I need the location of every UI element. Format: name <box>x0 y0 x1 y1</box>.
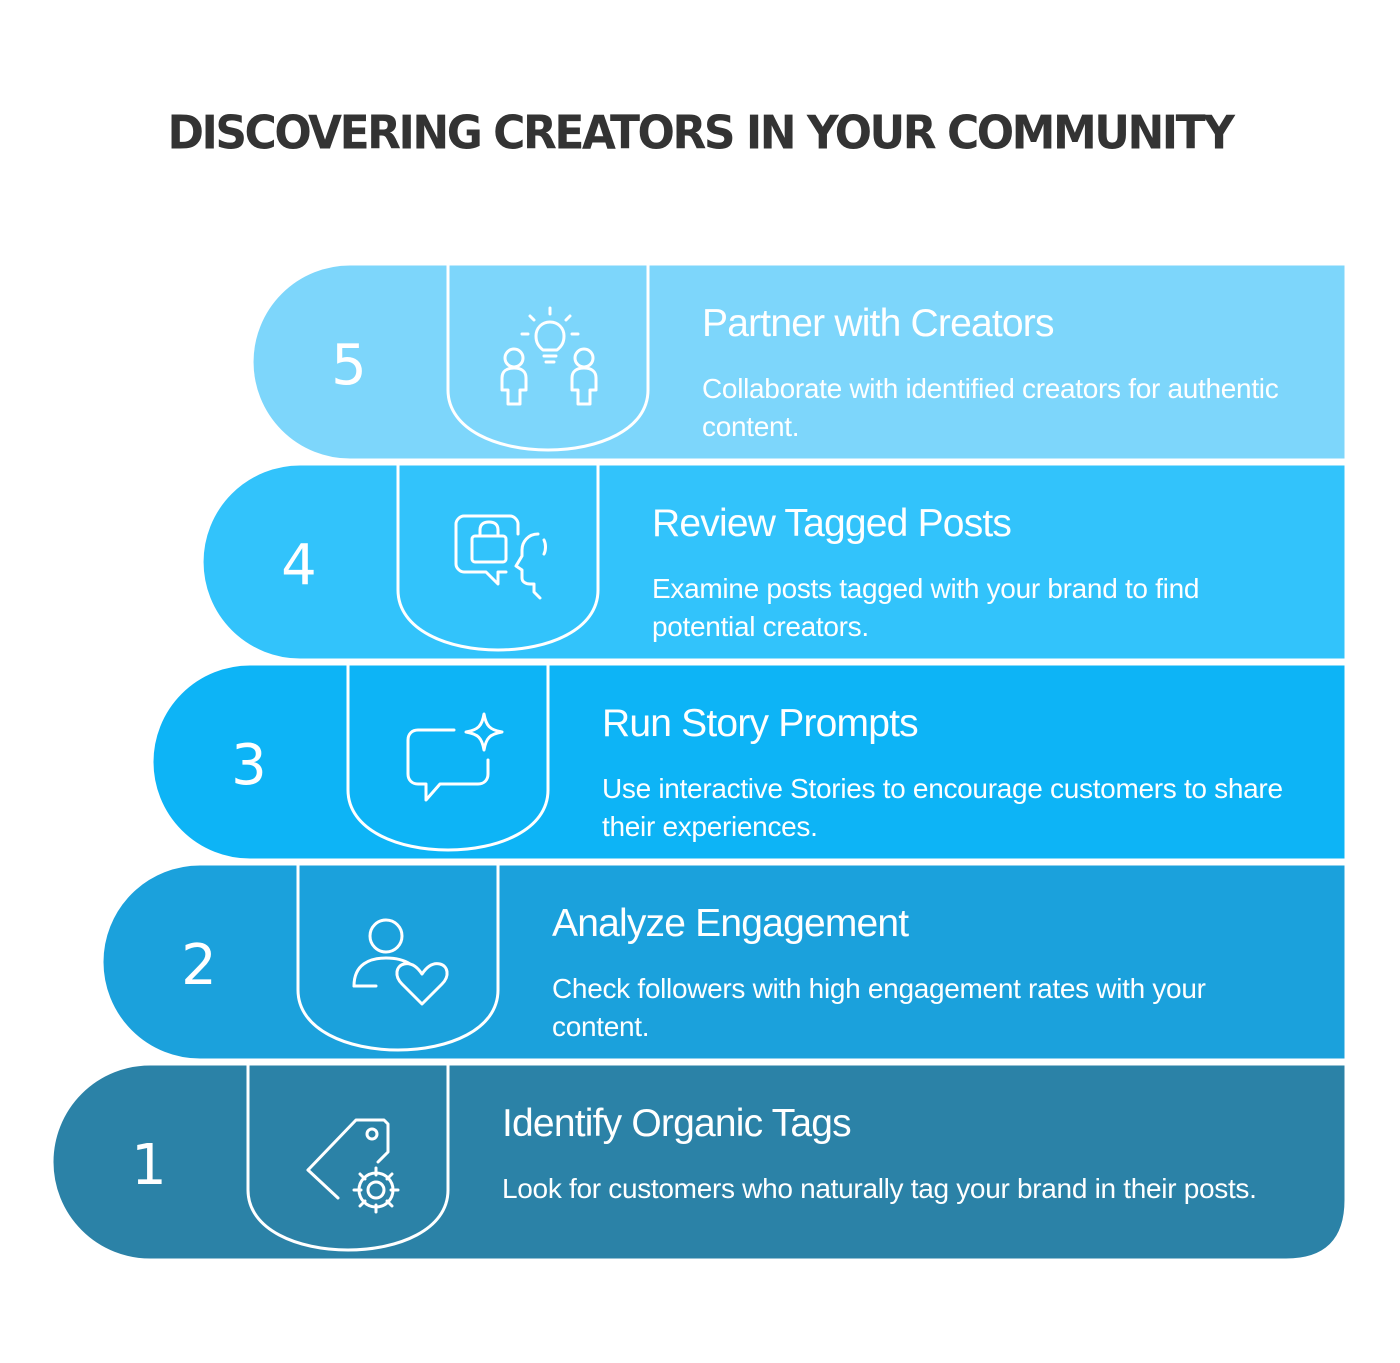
chat-sparkle-icon <box>406 712 504 802</box>
step-description: Check followers with high engagement rat… <box>552 973 1206 1004</box>
icon-capsule <box>346 664 550 852</box>
people-idea-icon-stroke <box>570 366 598 406</box>
shopping-bag-chat-icon-stroke <box>542 538 547 556</box>
tag-gear-icon-stroke <box>306 1168 340 1200</box>
people-idea-icon-stroke <box>542 354 558 364</box>
step-band <box>200 462 1348 662</box>
shopping-bag-chat-icon-stroke <box>470 534 508 564</box>
step-description: Look for customers who naturally tag you… <box>502 1173 1257 1204</box>
step-band <box>250 262 1348 462</box>
people-idea-icon <box>500 306 598 406</box>
step-description: Examine posts tagged with your brand to … <box>652 573 1199 604</box>
people-idea-icon-stroke <box>520 306 580 336</box>
icon-capsule <box>246 1064 450 1252</box>
step-title: Analyze Engagement <box>552 902 909 945</box>
user-heart-icon-stroke <box>352 956 412 988</box>
tag-gear-icon <box>306 1118 400 1214</box>
shopping-bag-chat-icon-stroke <box>514 532 542 600</box>
step-description: content. <box>702 411 799 442</box>
people-idea-icon-stroke <box>534 320 566 352</box>
step-number: 4 <box>281 533 317 598</box>
icon-capsule <box>446 264 650 452</box>
step-band <box>50 1062 1348 1262</box>
tag-gear-icon-stroke <box>306 1118 390 1172</box>
icon-capsule <box>396 464 600 652</box>
step-description: content. <box>552 1011 649 1042</box>
user-heart-icon <box>352 918 449 1006</box>
step-title: Partner with Creators <box>702 302 1054 345</box>
chat-sparkle-icon-stroke <box>464 712 504 752</box>
icon-capsule <box>296 864 500 1052</box>
tag-gear-icon-stroke <box>365 1127 379 1141</box>
page-title: DISCOVERING CREATORS IN YOUR COMMUNITY <box>167 106 1235 161</box>
step-description: Collaborate with identified creators for… <box>702 373 1279 404</box>
step-title: Identify Organic Tags <box>502 1102 851 1145</box>
shopping-bag-chat-icon-stroke <box>454 514 520 586</box>
step-description: their experiences. <box>602 811 818 842</box>
step-title: Review Tagged Posts <box>652 502 1011 545</box>
step-number: 1 <box>131 1133 167 1198</box>
step-number: 3 <box>231 733 267 798</box>
step-description: Use interactive Stories to encourage cus… <box>602 773 1283 804</box>
step-description: potential creators. <box>652 611 869 642</box>
step-band <box>100 862 1348 1062</box>
user-heart-icon-stroke <box>395 962 449 1006</box>
chat-sparkle-icon-stroke <box>406 728 490 802</box>
people-idea-icon-stroke <box>500 366 528 406</box>
step-title: Run Story Prompts <box>602 702 918 745</box>
tag-gear-icon-stroke <box>357 1171 395 1209</box>
step-number: 5 <box>331 333 367 398</box>
user-heart-icon-stroke <box>368 918 404 954</box>
shopping-bag-chat-icon <box>454 514 547 600</box>
shopping-bag-chat-icon-stroke <box>478 520 500 538</box>
step-band <box>150 662 1348 862</box>
tag-gear-icon-stroke <box>366 1180 386 1200</box>
step-number: 2 <box>181 933 217 998</box>
